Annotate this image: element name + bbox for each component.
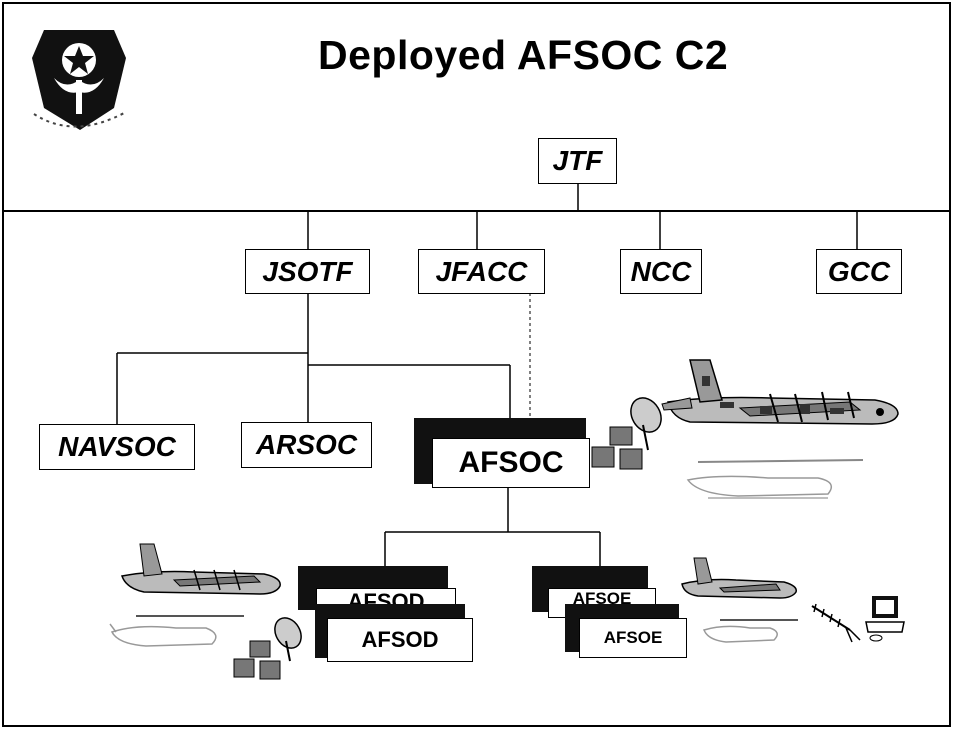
- node-navsoc-label: NAVSOC: [58, 431, 176, 463]
- node-jtf-label: JTF: [553, 145, 603, 177]
- node-afsod-front-label: AFSOD: [362, 627, 439, 653]
- node-jfacc: JFACC: [418, 249, 545, 294]
- node-gcc-label: GCC: [828, 256, 890, 288]
- c130-aircraft-icon: [676, 554, 801, 604]
- helicopter-icon: [106, 606, 246, 656]
- node-jtf: JTF: [538, 138, 617, 184]
- node-afsoc: AFSOC: [414, 418, 590, 488]
- node-arsoc: ARSOC: [241, 422, 372, 468]
- computer-terminal-icon: [862, 592, 908, 644]
- satellite-dish-icon: [230, 615, 310, 690]
- node-jsotf: JSOTF: [245, 249, 370, 294]
- node-ncc: NCC: [620, 249, 702, 294]
- node-jfacc-label: JFACC: [436, 256, 528, 288]
- helicopter-icon: [678, 452, 868, 507]
- node-ncc-label: NCC: [631, 256, 692, 288]
- helicopter-icon: [700, 612, 800, 646]
- satellite-dish-icon: [588, 395, 668, 480]
- node-afsod-front: AFSOD: [315, 604, 473, 662]
- node-gcc: GCC: [816, 249, 902, 294]
- c130-aircraft-icon: [114, 540, 286, 602]
- node-arsoc-label: ARSOC: [256, 429, 357, 461]
- node-navsoc: NAVSOC: [39, 424, 195, 470]
- node-afsoc-label: AFSOC: [459, 446, 564, 480]
- antenna-icon: [806, 598, 866, 646]
- node-jsotf-label: JSOTF: [262, 256, 352, 288]
- node-afsoe-front-label: AFSOE: [604, 628, 663, 648]
- c130-aircraft-icon: [650, 352, 905, 442]
- node-afsoe-front: AFSOE: [565, 604, 687, 658]
